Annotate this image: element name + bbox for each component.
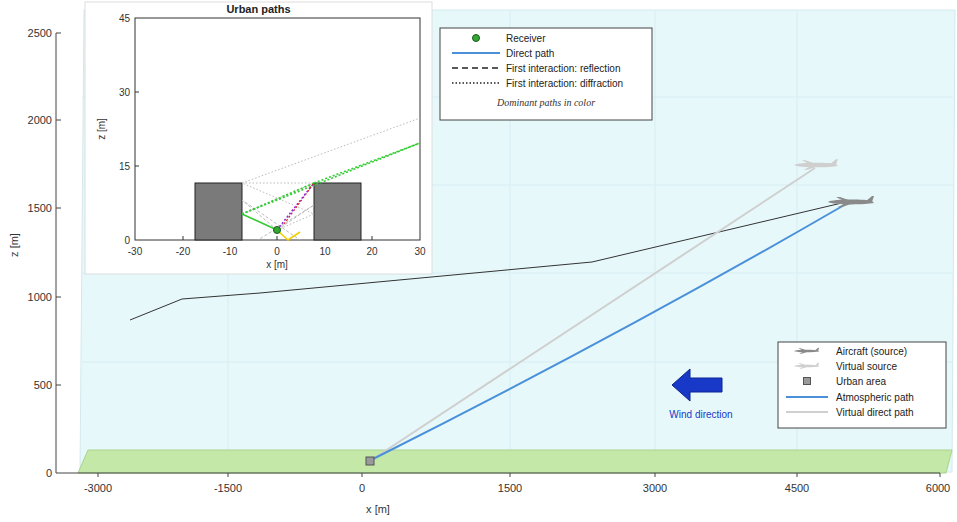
wind-arrow	[672, 369, 722, 401]
tick-label: 0	[359, 482, 365, 494]
legend-sample	[786, 396, 828, 398]
axis-title: z [m]	[96, 118, 107, 140]
legend-sample	[794, 363, 819, 369]
inset-axes	[135, 18, 420, 240]
tick-label: -30	[128, 246, 142, 257]
tick-label: 0	[46, 467, 52, 479]
legend-sample	[452, 52, 500, 54]
tick-label: 4500	[785, 482, 809, 494]
tick-label: 20	[366, 246, 377, 257]
inset-ticks	[135, 92, 372, 240]
legend-sample	[794, 348, 819, 354]
tick-label: -1500	[214, 482, 242, 494]
legend-label: Atmospheric path	[836, 392, 914, 403]
tick-label: 1500	[498, 482, 522, 494]
building	[314, 183, 361, 240]
receiver	[274, 227, 281, 234]
legend-sample	[452, 67, 500, 69]
legend-box	[778, 342, 946, 428]
inset-panel	[85, 2, 432, 274]
tick-label: 45	[119, 13, 130, 24]
virtual-source	[794, 159, 838, 169]
tick-label: 1000	[28, 291, 52, 303]
legend-label: Virtual direct path	[836, 407, 914, 418]
urban-area	[366, 457, 374, 465]
tick-label: -3000	[84, 482, 112, 494]
tick-label: -20	[176, 246, 190, 257]
tick-label: -10	[223, 246, 237, 257]
tick-label: 30	[414, 246, 425, 257]
tick-label: 0	[124, 235, 130, 246]
ground-plane	[78, 450, 952, 473]
axis-title: x [m]	[266, 259, 288, 270]
inset-panel: Urban paths	[85, 2, 432, 18]
tick-label: 2500	[28, 27, 52, 39]
legend-box	[440, 28, 652, 120]
tick-label: 15	[119, 161, 130, 172]
legend-note: Dominant paths in color	[497, 97, 595, 108]
legend-label: Aircraft (source)	[836, 346, 907, 357]
tick-label: 0	[274, 246, 280, 257]
urban-paths	[242, 118, 420, 240]
panel-title: Urban paths	[85, 2, 432, 16]
virtual-direct-path	[373, 168, 815, 459]
axis-title: x [m]	[366, 503, 390, 515]
tick-label: 500	[34, 379, 52, 391]
legend-label: Direct path	[506, 48, 554, 59]
tick-label: 10	[319, 246, 330, 257]
legend-swatch	[803, 377, 811, 385]
axis-title: z [m]	[8, 233, 20, 257]
legend-sample	[786, 411, 828, 413]
legend-label: First interaction: reflection	[506, 63, 621, 74]
annotation: Wind direction	[669, 409, 732, 420]
building	[195, 183, 242, 240]
legend-label: First interaction: diffraction	[506, 78, 623, 89]
legend-label: Urban area	[836, 376, 886, 387]
tick-label: 30	[119, 87, 130, 98]
legend-label: Receiver	[506, 33, 545, 44]
tick-label: 2000	[28, 114, 52, 126]
atmospheric-path	[373, 204, 846, 459]
tick-label: 6000	[926, 482, 950, 494]
legend-sample	[473, 35, 480, 42]
tick-label: 1500	[28, 202, 52, 214]
tick-label: 3000	[643, 482, 667, 494]
legend-label: Virtual source	[836, 361, 897, 372]
aircraft-source	[828, 196, 874, 207]
legend-sample	[452, 82, 500, 84]
